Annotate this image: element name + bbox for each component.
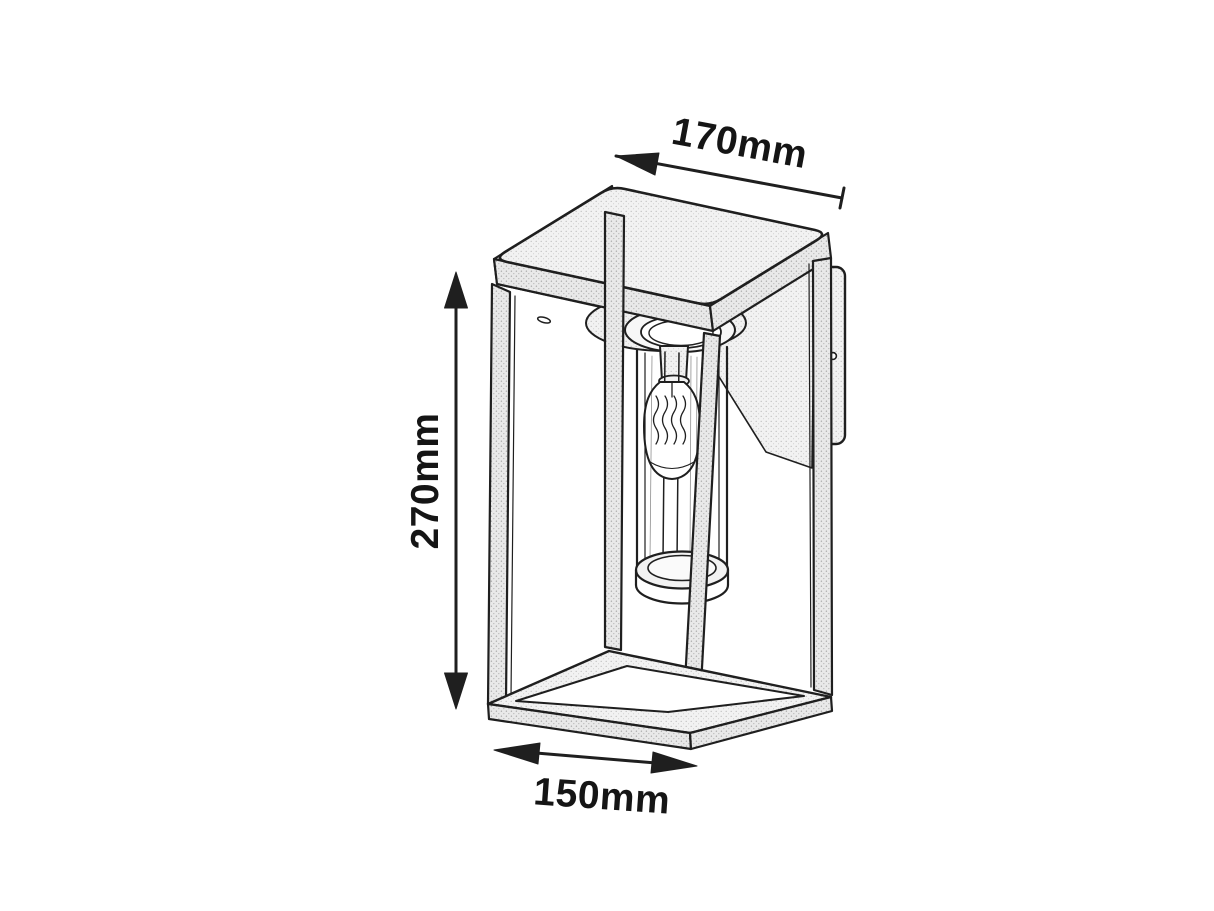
- dimension-tick: [838, 186, 846, 210]
- bottom-frame: [486, 649, 834, 751]
- arrowhead-icon: [615, 152, 660, 176]
- dimension-arrow-bottom: [493, 742, 698, 774]
- arrowhead-up-icon: [444, 271, 468, 309]
- lid-top-face: [498, 186, 824, 306]
- dimension-arrow-height: [444, 271, 468, 710]
- filament-coil: [652, 395, 687, 445]
- bottom-frame-side-right: [688, 695, 834, 751]
- dimension-label-bottom: 150mm: [532, 770, 672, 822]
- frame-post-left: [486, 282, 516, 706]
- lantern-lid: [492, 184, 833, 333]
- glass-holder: [634, 550, 730, 605]
- arrowhead-right-icon: [650, 751, 698, 774]
- soffit-screw: [536, 316, 552, 324]
- frame-post-back: [603, 210, 626, 652]
- arrowhead-left-icon: [493, 742, 541, 765]
- filament-bulb: [643, 381, 701, 480]
- dimension-arrow-top: [614, 152, 846, 210]
- bottom-frame-opening: [515, 665, 805, 713]
- dimension-label-height: 270mm: [404, 413, 447, 550]
- dimension-label-top: 170mm: [668, 110, 810, 177]
- arrowhead-down-icon: [444, 672, 468, 710]
- frame-post-right: [808, 256, 834, 697]
